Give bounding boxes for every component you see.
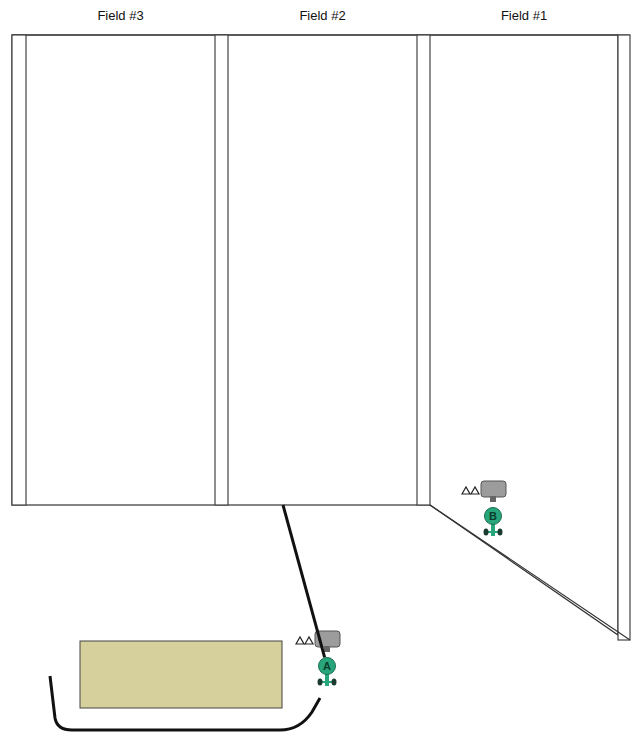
strip [417,35,430,505]
tractor-frame [491,524,495,536]
tine-mark [296,637,304,644]
farm-road [50,676,320,730]
hitch [324,646,330,652]
strip [618,35,630,640]
field-one-edge [430,35,618,635]
tine-mark [471,487,479,494]
field-strips [12,35,630,640]
field-label: Field #2 [218,8,427,23]
storage-area [80,641,282,708]
travel-path [283,505,325,657]
tractor-marker: B [484,507,502,525]
strip [215,35,228,505]
top-line [12,34,630,35]
field-label: Field #3 [16,8,225,23]
wheel [318,679,323,686]
tractor-marker: A [318,657,336,675]
field-area: Field #1 [430,35,618,505]
headland-boundary [430,505,630,640]
implement-body [481,481,506,497]
tractor-frame [325,674,329,686]
hitch [490,496,496,502]
field-area: Field #3 [26,35,215,505]
tractor-letter: A [323,661,331,672]
wheel [332,679,337,686]
tractor-implement [462,481,506,536]
field-label: Field #1 [420,8,628,23]
strip [12,35,26,505]
tractor-implement [296,631,340,686]
tine-mark [462,487,470,494]
implements [296,481,506,686]
field-outlines [12,35,630,635]
tine-mark [305,637,313,644]
wheel [498,529,503,536]
wheel [484,529,489,536]
field-area: Field #2 [228,35,417,505]
tractor-letter: B [489,511,497,522]
